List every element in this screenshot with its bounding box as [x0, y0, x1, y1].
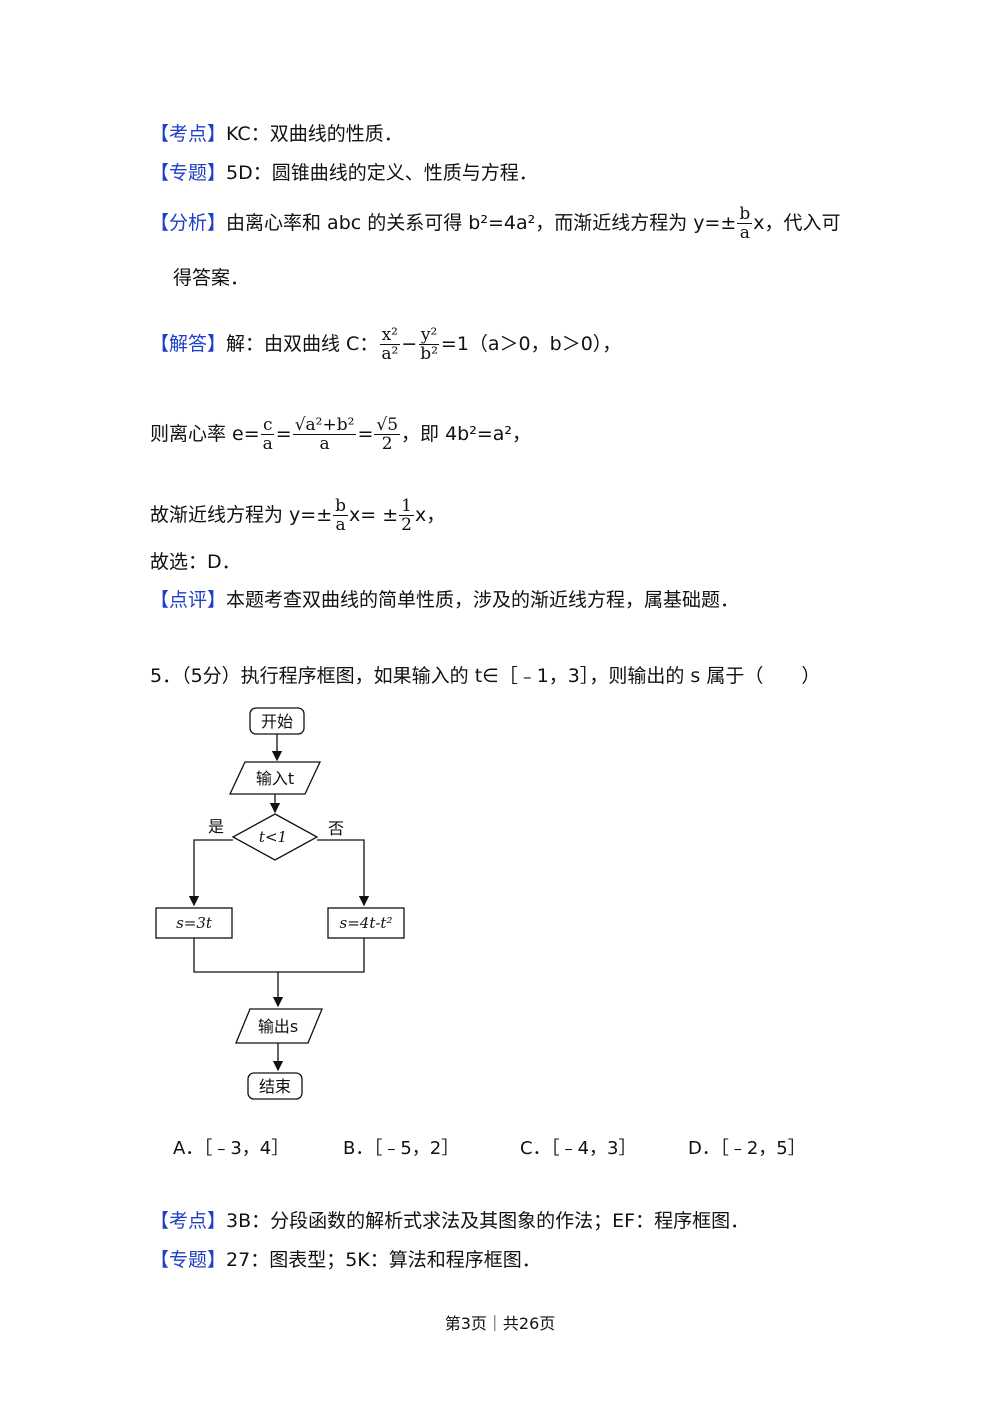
ecc-text-a: 则离心率 e= — [150, 423, 260, 445]
choice-d: D．［﹣2，5］ — [688, 1138, 806, 1159]
choice-c: C．［﹣4，3］ — [520, 1138, 637, 1159]
right-process-box — [327, 907, 405, 939]
decision-label: t<1 — [259, 828, 287, 846]
fenxi-tag: 【分析】 — [150, 212, 227, 234]
q5-stem: 5．（5分）执行程序框图，如果输入的 t∈［﹣1，3］，则输出的 s 属于（ ） — [150, 665, 821, 687]
eq-sign: = — [275, 423, 292, 445]
output-label: 输出s — [258, 1017, 298, 1036]
q5-zhuanti-text: 27：图表型；5K：算法和程序框图． — [226, 1249, 541, 1271]
frac-num: b — [737, 204, 753, 224]
choice-a: A．［﹣3，4］ — [173, 1138, 290, 1159]
no-branch-arrow — [317, 839, 370, 907]
fenxi-line-2: 得答案． — [173, 266, 249, 290]
frac-den: 2 — [381, 434, 393, 454]
jieda-rhs: =1（a＞0，b＞0）， — [440, 333, 622, 355]
kaodian-text: KC：双曲线的性质． — [226, 123, 403, 145]
frac-den: a — [335, 515, 346, 535]
ecc-text-b: ，即 4b²=a²， — [401, 423, 532, 445]
frac-den: a² — [381, 344, 399, 364]
dianping-text: 本题考查双曲线的简单性质，涉及的渐近线方程，属基础题． — [226, 589, 740, 611]
jieda-tag: 【解答】 — [150, 333, 227, 355]
input-label: 输入t — [256, 769, 294, 788]
zhuanti-line: 【专题】5D：圆锥曲线的定义、性质与方程． — [150, 161, 538, 185]
yes-branch-arrow — [188, 839, 233, 907]
frac-den: a — [739, 223, 750, 243]
asym-mid: x= ± — [349, 504, 399, 526]
frac-num: c — [260, 415, 275, 435]
q5-kaodian-line: 【考点】3B：分段函数的解析式求法及其图象的作法；EF：程序框图． — [150, 1209, 749, 1233]
frac-num: x² — [379, 325, 400, 345]
no-label: 否 — [328, 819, 344, 838]
frac-num: 1 — [399, 496, 414, 516]
flowchart: 开始 输入t t<1 是 否 s=3t s=4t-t² 输出s 结束 — [155, 707, 405, 1100]
frac-num: √5 — [374, 415, 401, 435]
minus-sign: − — [401, 333, 418, 355]
end-label: 结束 — [259, 1077, 291, 1096]
frac-den: a — [262, 434, 273, 454]
frac-num: √a²+b² — [292, 415, 357, 435]
kaodian-tag: 【考点】 — [150, 123, 227, 145]
select-line: 故选：D． — [150, 551, 241, 573]
q5-zhuanti-line: 【专题】27：图表型；5K：算法和程序框图． — [150, 1248, 541, 1272]
fenxi-text-c: 得答案． — [173, 267, 250, 289]
frac-den: a — [319, 434, 330, 454]
merge-line — [193, 938, 365, 973]
page-footer: 第3页｜共26页 — [444, 1314, 556, 1333]
eq-sign: = — [357, 423, 374, 445]
yes-label: 是 — [208, 817, 224, 836]
frac-den: 2 — [401, 515, 412, 535]
jieda-text: 解：由双曲线 C： — [226, 333, 379, 355]
start-label: 开始 — [261, 712, 293, 731]
fenxi-text-b: x，代入可 — [753, 212, 841, 234]
input-parallelogram — [228, 761, 322, 795]
dianping-line: 【点评】本题考查双曲线的简单性质，涉及的渐近线方程，属基础题． — [150, 588, 739, 612]
end-terminal — [247, 1072, 303, 1100]
q5-kaodian-tag: 【考点】 — [150, 1210, 227, 1232]
decision-diamond — [231, 813, 319, 861]
frac-num: y² — [418, 325, 440, 345]
output-parallelogram — [235, 1008, 323, 1044]
dianping-tag: 【点评】 — [150, 589, 227, 611]
zhuanti-text: 5D：圆锥曲线的定义、性质与方程． — [226, 162, 538, 184]
frac-den: b² — [420, 344, 438, 364]
choice-b: B．［﹣5，2］ — [343, 1138, 460, 1159]
q5-zhuanti-tag: 【专题】 — [150, 1249, 227, 1271]
right-process-label: s=4t-t² — [340, 914, 393, 932]
left-process-label: s=3t — [176, 914, 213, 932]
frac-num: b — [333, 496, 349, 516]
asym-text-b: x， — [414, 504, 446, 526]
zhuanti-tag: 【专题】 — [150, 162, 227, 184]
asym-text-a: 故渐近线方程为 y=± — [150, 504, 333, 526]
q5-kaodian-text: 3B：分段函数的解析式求法及其图象的作法；EF：程序框图． — [226, 1210, 750, 1232]
kaodian-line: 【考点】KC：双曲线的性质． — [150, 122, 403, 146]
fenxi-text-a: 由离心率和 abc 的关系可得 b²=4a²，而渐近线方程为 y=± — [226, 212, 737, 234]
